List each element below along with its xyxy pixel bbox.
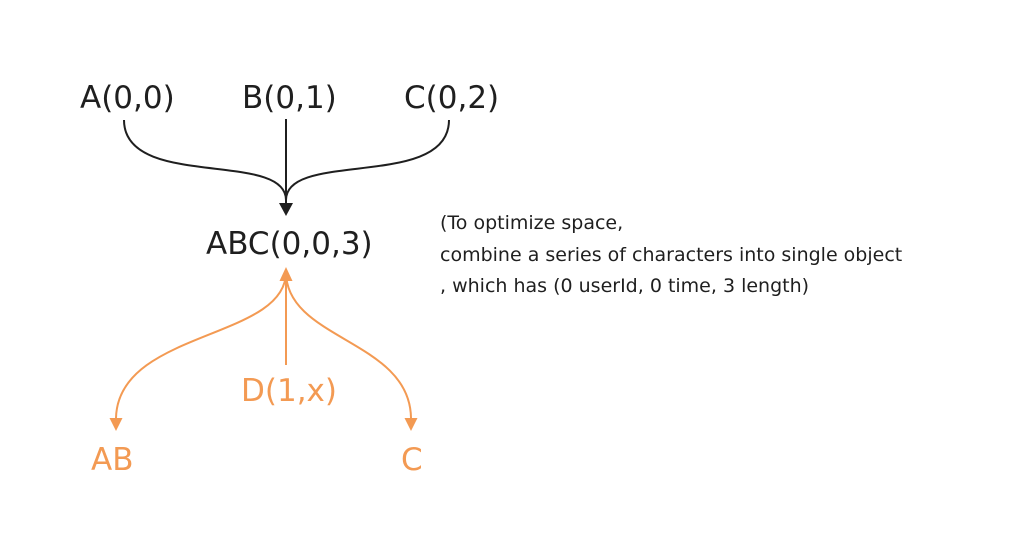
explanation-note: (To optimize space, combine a series of … bbox=[440, 208, 902, 303]
node-split-right: C bbox=[401, 442, 423, 478]
node-a: A(0,0) bbox=[80, 80, 175, 116]
merge-arrowhead bbox=[279, 203, 293, 216]
merge-edge-a bbox=[123, 119, 287, 201]
note-line-1: (To optimize space, bbox=[440, 212, 624, 234]
node-c: C(0,2) bbox=[404, 80, 500, 116]
split-right-arrowhead bbox=[404, 418, 418, 431]
note-line-2: combine a series of characters into sing… bbox=[440, 243, 903, 266]
split-edge-right bbox=[285, 271, 412, 419]
node-b: B(0,1) bbox=[242, 80, 337, 116]
split-edge-left bbox=[115, 271, 287, 419]
node-merged: ABC(0,0,3) bbox=[206, 226, 373, 262]
split-left-arrowhead bbox=[109, 418, 123, 431]
node-insert: D(1,x) bbox=[241, 373, 337, 409]
merge-edge-c bbox=[285, 119, 450, 201]
node-split-left: AB bbox=[91, 442, 134, 478]
note-line-3: , which has (0 userId, 0 time, 3 length) bbox=[440, 275, 810, 297]
insert-arrowhead bbox=[279, 267, 293, 281]
